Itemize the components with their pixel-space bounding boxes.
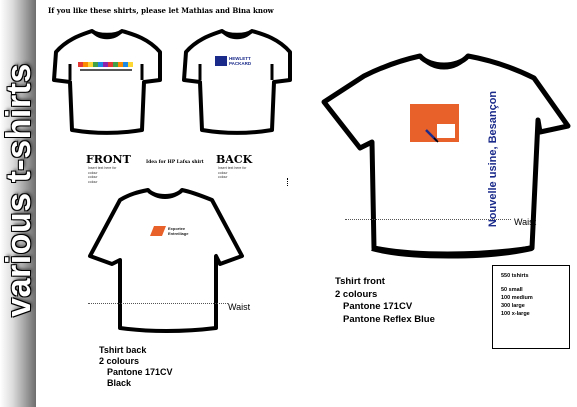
- right-note-line: Tshirt front: [335, 276, 385, 287]
- quantity-item: 100 medium: [501, 295, 533, 301]
- bottom-note-line: 2 colours: [99, 356, 140, 366]
- logo-white-notch: [437, 124, 455, 138]
- page-header: If you like these shirts, please let Mat…: [48, 6, 274, 15]
- quantity-item: 100 x-large: [501, 311, 530, 317]
- bottom-note-line: Tshirt back: [99, 345, 147, 355]
- middle-caption: Idea for HP Lafsa shirt: [146, 160, 204, 165]
- bottom-logo-text: Exportee Entreillage: [168, 226, 188, 236]
- front-note-line: Insert text here for: [88, 166, 117, 170]
- front-notes: Insert text here for colour colour colou…: [88, 166, 116, 184]
- back-label: BACK: [216, 153, 253, 166]
- back-tshirt-illustration: [182, 29, 292, 135]
- rainbow-logo-strip: [78, 62, 133, 71]
- right-waist-line: [345, 219, 511, 220]
- divider-mark: [287, 178, 290, 186]
- bottom-waist-label: Waist: [228, 302, 251, 312]
- front-tshirt-illustration: [52, 29, 162, 135]
- orange-parallelogram-logo: [150, 226, 166, 236]
- factory-text: Nouvelle usine, Besançon: [487, 90, 499, 228]
- bottom-tshirt-illustration: [88, 188, 244, 333]
- right-waist-label: Waist: [514, 217, 537, 227]
- bottom-note-line: Pantone 171CV: [107, 367, 173, 377]
- back-notes: Insert text here for colour colour: [218, 166, 246, 180]
- right-note-line: 2 colours: [335, 288, 378, 300]
- quantity-item: 300 large: [501, 303, 525, 309]
- hp-logo-line: PACKARD: [229, 61, 252, 66]
- bottom-notes: Tshirt back 2 colours Pantone 171CV Blac…: [99, 345, 173, 389]
- bottom-logo-line: Exportee: [168, 226, 186, 231]
- hp-logo-text: HEWLETT PACKARD: [229, 56, 251, 66]
- bottom-waist-line: [88, 303, 228, 304]
- sidebar-title: various t-shirts: [0, 63, 38, 317]
- front-label: FRONT: [86, 153, 131, 166]
- right-notes: Tshirt front 2 colours Pantone 171CV Pan…: [335, 276, 435, 326]
- back-note-line: Insert text here for: [218, 166, 247, 170]
- front-note-line: colour: [88, 170, 98, 175]
- pen-icon: [425, 129, 439, 143]
- back-note-line: colour: [218, 170, 228, 175]
- quantity-total: 550 tshirts: [501, 273, 529, 279]
- bottom-note-line: Black: [107, 378, 132, 388]
- back-note-line: colour: [218, 175, 228, 179]
- hp-logo-mark: [215, 56, 227, 66]
- sidebar-gradient-band: [0, 0, 36, 407]
- front-note-line: colour: [88, 175, 98, 179]
- bottom-logo-line: Entreillage: [168, 231, 189, 236]
- hp-logo-line: HEWLETT: [229, 56, 251, 61]
- front-note-line: colour: [88, 179, 98, 184]
- quantity-item: 50 small: [501, 287, 523, 293]
- right-note-line: Pantone Reflex Blue: [343, 313, 435, 325]
- right-note-line: Pantone 171CV: [343, 301, 413, 312]
- large-tshirt-illustration: [321, 53, 571, 259]
- quantity-box: 550 tshirts 50 small 100 medium 300 larg…: [492, 265, 570, 349]
